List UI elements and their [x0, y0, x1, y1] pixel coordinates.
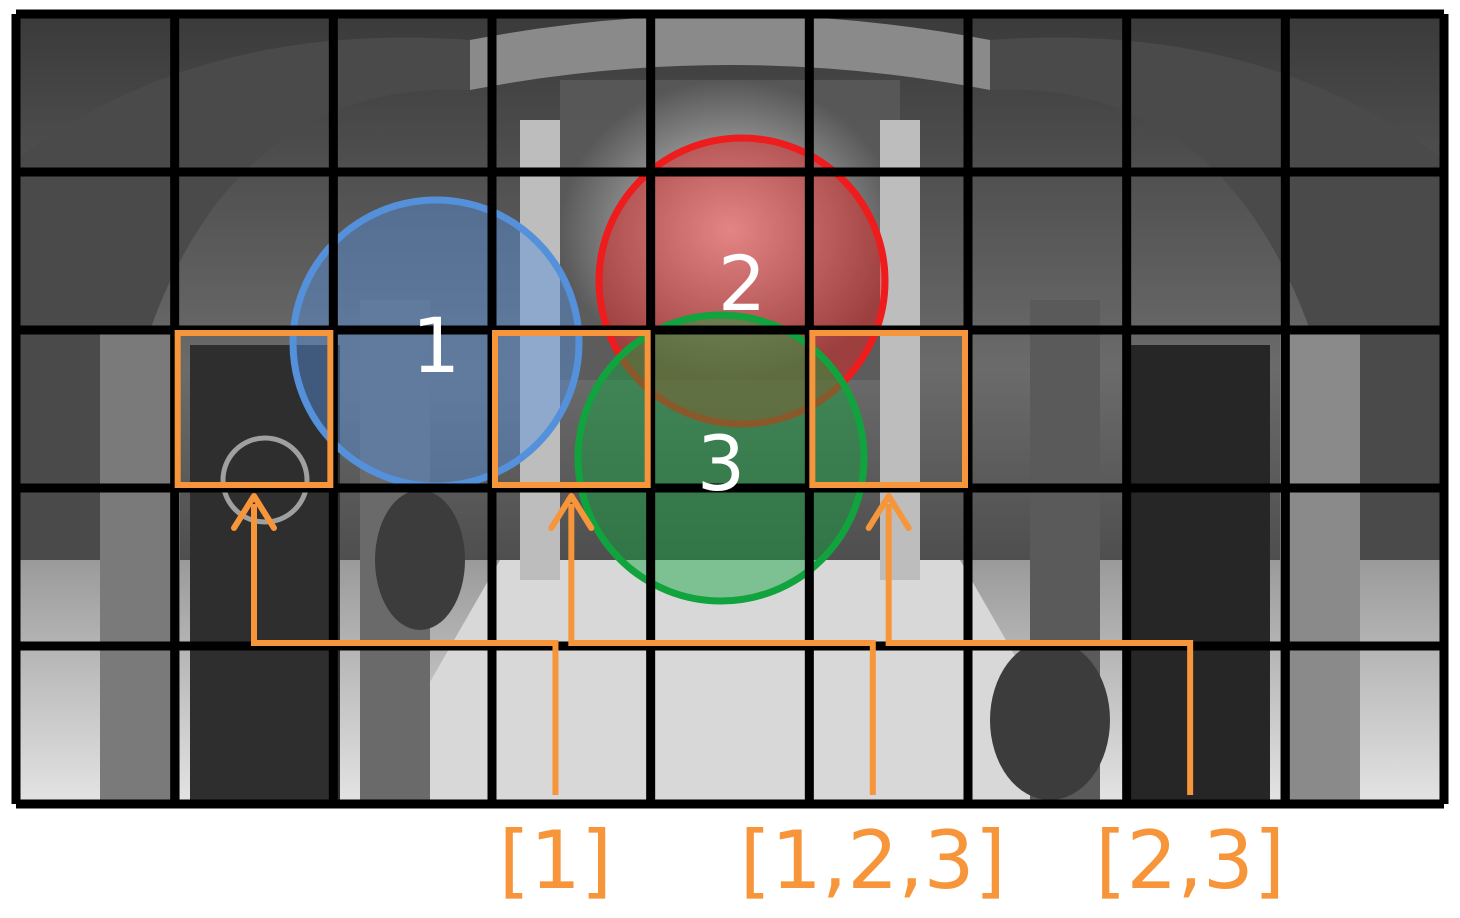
arrow-connector-3 — [885, 504, 1194, 795]
light-1-number: 1 — [412, 301, 460, 390]
light-2-number: 2 — [718, 239, 766, 328]
tile-light-list-3: [2,3] — [1095, 814, 1285, 907]
arrow-head-icon — [231, 493, 277, 531]
arrow-connector-2 — [568, 504, 876, 795]
arrow-head-icon — [865, 493, 912, 531]
highlighted-tile-1 — [174, 330, 334, 488]
tile-light-list-2: [1,2,3] — [740, 814, 1006, 907]
highlighted-tile-3 — [809, 330, 968, 488]
highlighted-tile-2 — [492, 330, 651, 488]
arrow-head-icon — [548, 493, 595, 531]
tile-list-arrows — [231, 493, 1194, 795]
light-3-number: 3 — [697, 419, 745, 508]
tile-light-list-1: [1] — [499, 814, 612, 907]
light-numbers: 1 2 3 — [412, 239, 766, 508]
arrow-connector-1 — [251, 504, 559, 795]
highlighted-tiles — [174, 330, 968, 488]
tile-light-lists: [1] [1,2,3] [2,3] — [499, 814, 1285, 907]
